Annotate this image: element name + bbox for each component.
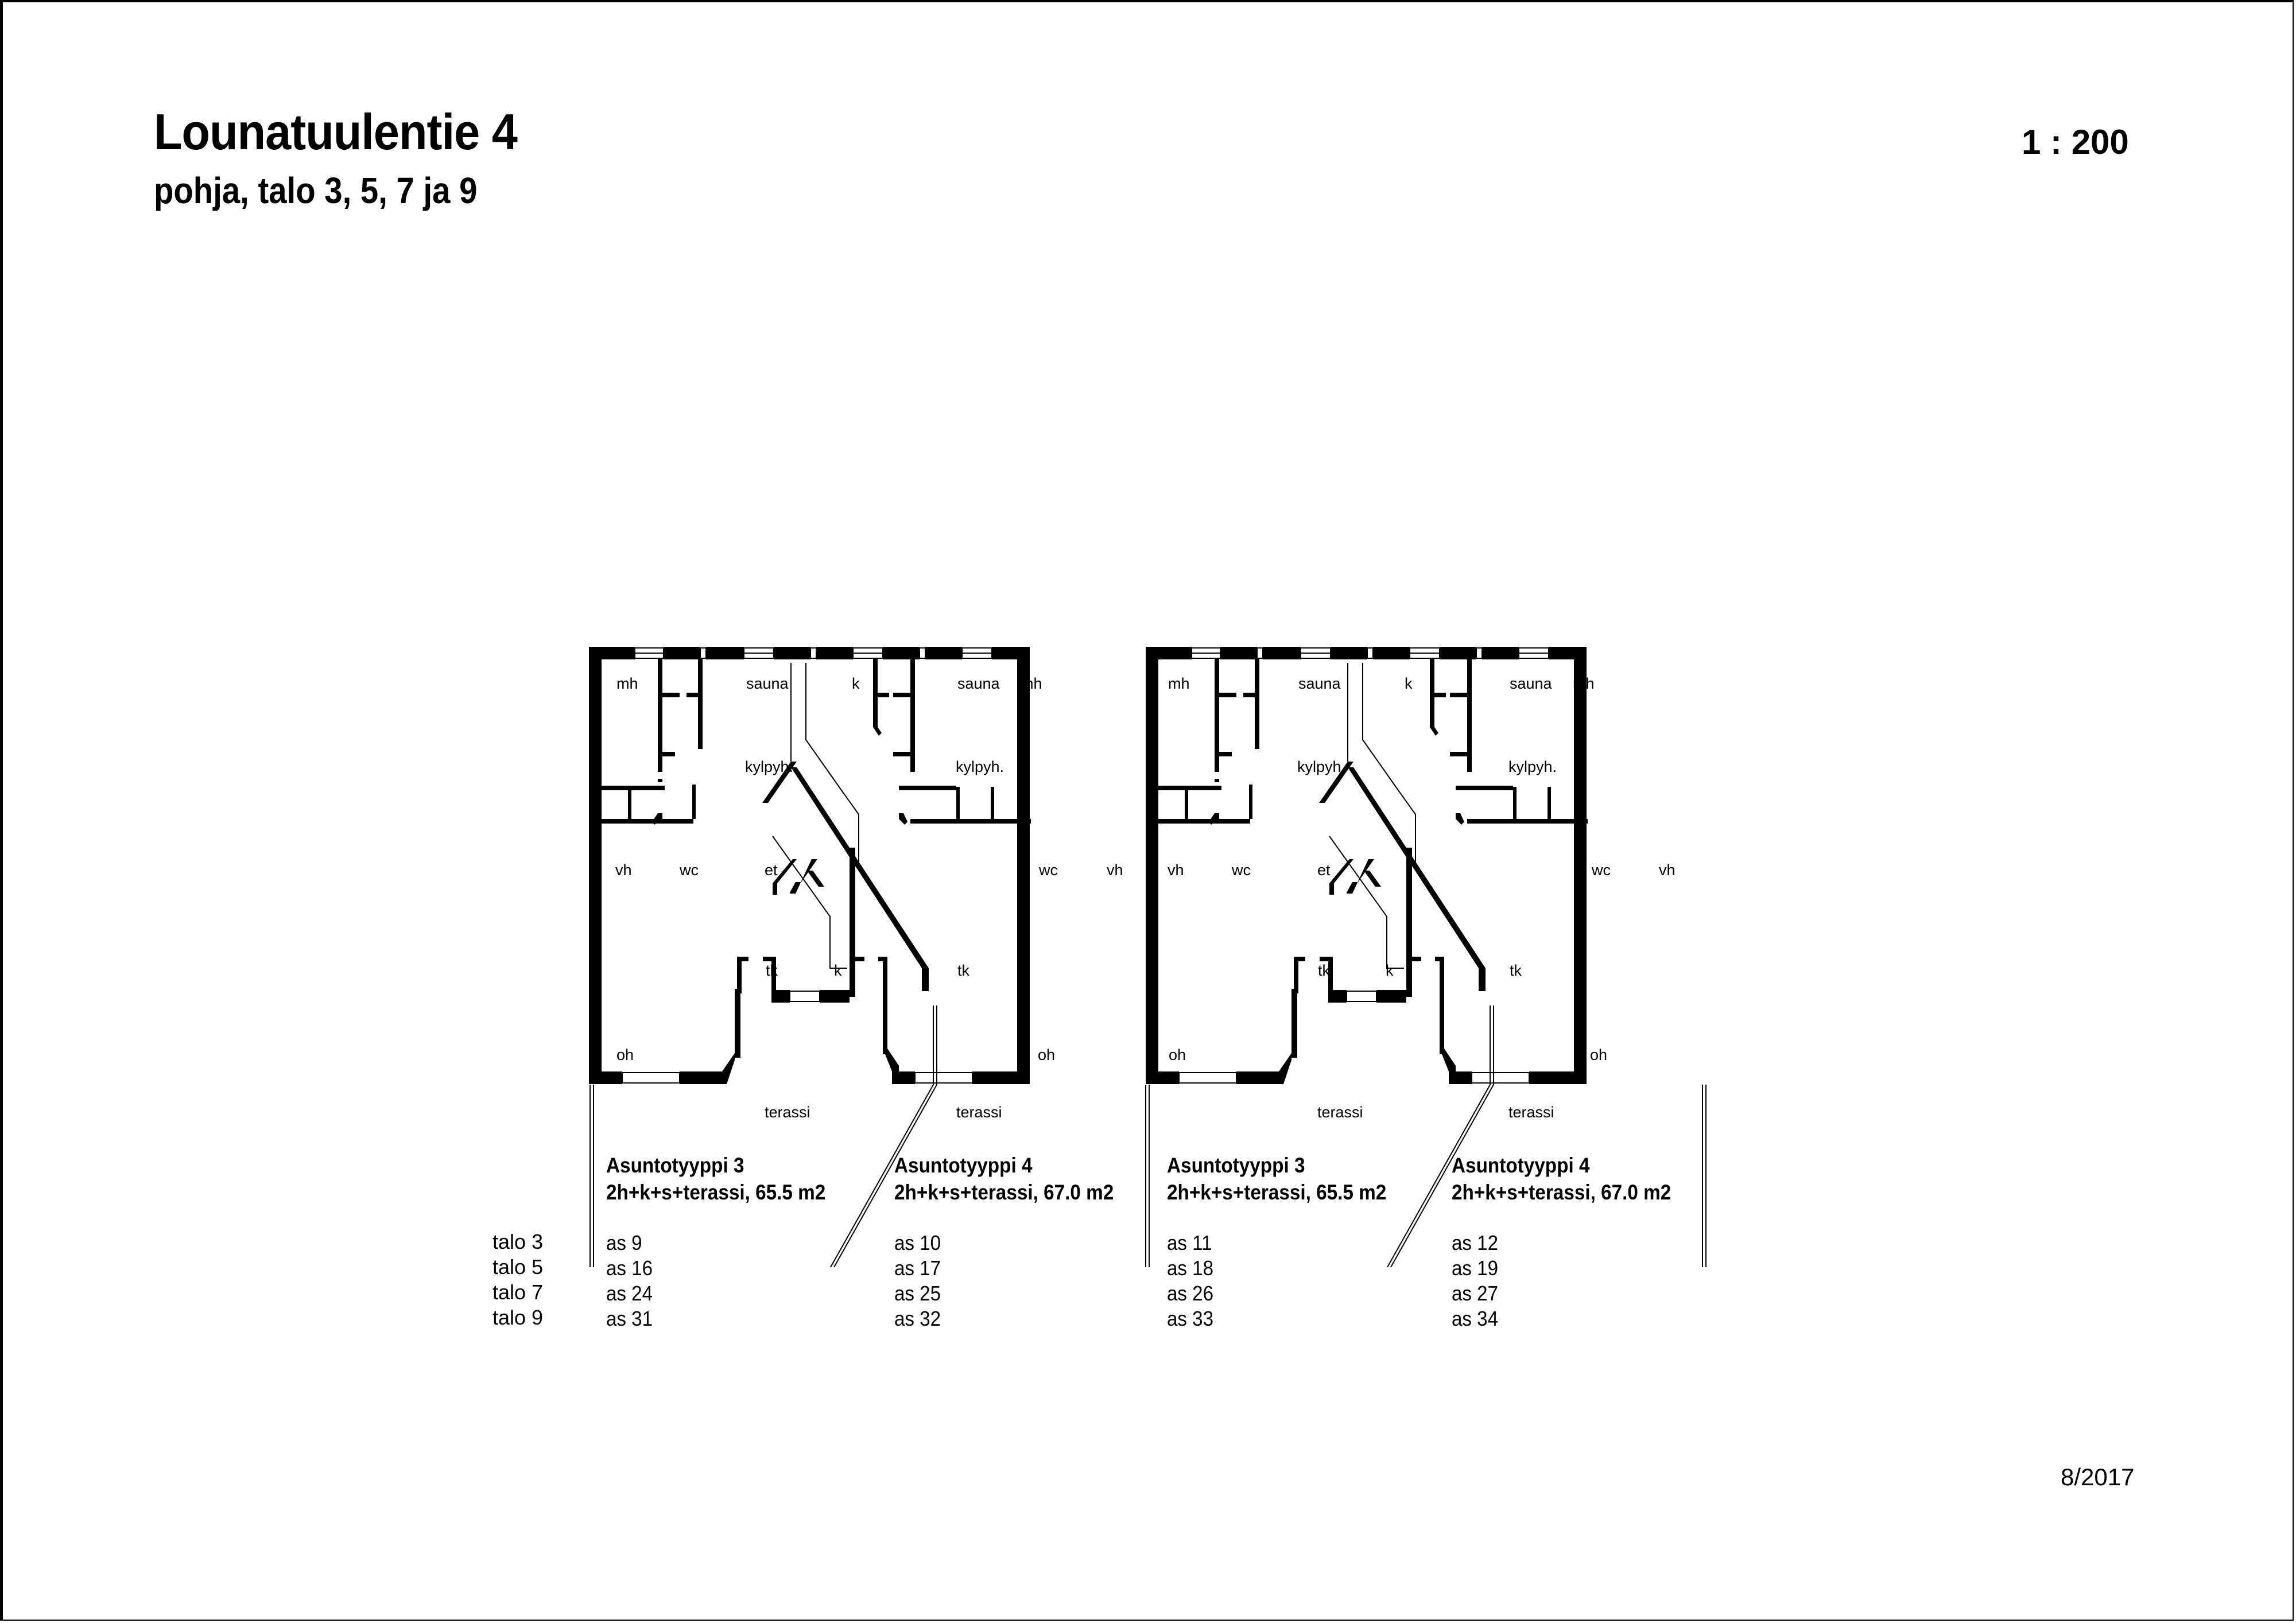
apartment-number: as 18 <box>1167 1256 1214 1280</box>
house-label: talo 3 <box>492 1230 544 1253</box>
apartment-list: as 12 as 19 as 27 as 34 <box>1452 1233 1696 1334</box>
room-label-tk: tk <box>957 962 970 979</box>
room-label-k: k <box>1405 675 1413 692</box>
apartment-number: as 11 <box>1167 1231 1212 1255</box>
room-label-mh: mh <box>1021 675 1042 692</box>
apartment-number: as 24 <box>606 1282 653 1305</box>
apartment-number: as 25 <box>894 1282 941 1305</box>
apartment-number: as 33 <box>1167 1307 1214 1330</box>
unit-type-block: Asuntotyyppi 4 2h+k+s+terassi, 67.0 m2 a… <box>894 1155 1138 1334</box>
room-label-oh: oh <box>1038 1046 1055 1063</box>
room-label-oh: oh <box>616 1046 634 1063</box>
room-label-tk: tk <box>1510 962 1522 979</box>
unit-type-description: 2h+k+s+terassi, 67.0 m2 <box>894 1181 1114 1204</box>
unit-type-block: Asuntotyyppi 4 2h+k+s+terassi, 67.0 m2 a… <box>1452 1155 1696 1334</box>
room-label-sauna: sauna <box>746 675 789 692</box>
room-label-sauna: sauna <box>1298 675 1341 692</box>
room-label-mh: mh <box>1573 675 1595 692</box>
house-labels: talo 3 talo 5 talo 7 talo 9 <box>492 1232 543 1333</box>
terrace-divider-lines <box>589 1005 1707 1268</box>
drawing-subtitle: pohja, talo 3, 5, 7 ja 9 <box>154 170 478 211</box>
unit-type-title: Asuntotyyppi 4 <box>1452 1154 1590 1177</box>
room-label-et: et <box>1317 861 1331 879</box>
apartment-number: as 9 <box>606 1231 642 1255</box>
room-label-vh: vh <box>1107 861 1123 879</box>
room-label-sauna: sauna <box>957 675 1000 692</box>
room-label-et: et <box>765 861 778 879</box>
apartment-number: as 12 <box>1452 1231 1499 1255</box>
room-label-terassi: terassi <box>956 1104 1002 1121</box>
room-label-kylpyh: kylpyh. <box>745 758 793 775</box>
apartment-number: as 31 <box>606 1307 653 1330</box>
unit-type-description: 2h+k+s+terassi, 65.5 m2 <box>606 1181 826 1204</box>
room-label-vh: vh <box>1168 861 1184 879</box>
room-label-mh: mh <box>1168 675 1190 692</box>
room-label-kylpyh: kylpyh. <box>1508 758 1557 775</box>
room-label-tk: tk <box>1318 962 1331 979</box>
apartment-number: as 32 <box>894 1307 941 1330</box>
apartment-number: as 10 <box>894 1231 941 1255</box>
apartment-list: as 10 as 17 as 25 as 32 <box>894 1233 1138 1334</box>
room-label-wc: wc <box>1591 861 1611 879</box>
unit-type-description: 2h+k+s+terassi, 65.5 m2 <box>1167 1181 1387 1204</box>
apartment-number: as 27 <box>1452 1282 1499 1305</box>
room-label-oh: oh <box>1169 1046 1186 1063</box>
apartment-number: as 17 <box>894 1256 941 1280</box>
room-label-wc: wc <box>1038 861 1058 879</box>
house-label: talo 9 <box>492 1306 544 1329</box>
house-label: talo 5 <box>492 1255 544 1279</box>
room-label-k: k <box>834 962 842 979</box>
scale-label: 1 : 200 <box>2022 123 2129 161</box>
room-label-k: k <box>1386 962 1394 979</box>
unit-type-title: Asuntotyyppi 3 <box>606 1154 744 1177</box>
room-label-vh: vh <box>615 861 632 879</box>
unit-type-block: Asuntotyyppi 3 2h+k+s+terassi, 65.5 m2 a… <box>1167 1155 1411 1334</box>
room-label-tk: tk <box>766 962 778 979</box>
room-label-sauna: sauna <box>1510 675 1553 692</box>
room-label-terassi: terassi <box>765 1104 810 1121</box>
unit-type-title: Asuntotyyppi 4 <box>894 1154 1033 1177</box>
unit-type-description: 2h+k+s+terassi, 67.0 m2 <box>1452 1181 1671 1204</box>
apartment-number: as 16 <box>606 1256 653 1280</box>
house-label: talo 7 <box>492 1280 544 1304</box>
room-label-kylpyh: kylpyh. <box>956 758 1004 775</box>
date-label: 8/2017 <box>2061 1463 2135 1490</box>
unit-type-block: Asuntotyyppi 3 2h+k+s+terassi, 65.5 m2 a… <box>606 1155 850 1334</box>
apartment-number: as 19 <box>1452 1256 1499 1280</box>
room-label-oh: oh <box>1590 1046 1607 1063</box>
room-label-wc: wc <box>1231 861 1251 879</box>
apartment-list: as 11 as 18 as 26 as 33 <box>1167 1233 1411 1334</box>
room-label-terassi: terassi <box>1317 1104 1363 1121</box>
unit-type-title: Asuntotyyppi 3 <box>1167 1154 1305 1177</box>
room-label-vh: vh <box>1659 861 1676 879</box>
room-label-k: k <box>852 675 860 692</box>
drawing-title: Lounatuulentie 4 <box>154 103 518 160</box>
apartment-number: as 26 <box>1167 1282 1214 1305</box>
room-label-wc: wc <box>679 861 699 879</box>
room-label-mh: mh <box>616 675 638 692</box>
room-label-kylpyh: kylpyh. <box>1297 758 1345 775</box>
room-label-terassi: terassi <box>1508 1104 1554 1121</box>
apartment-number: as 34 <box>1452 1307 1499 1330</box>
apartment-list: as 9 as 16 as 24 as 31 <box>606 1233 850 1334</box>
